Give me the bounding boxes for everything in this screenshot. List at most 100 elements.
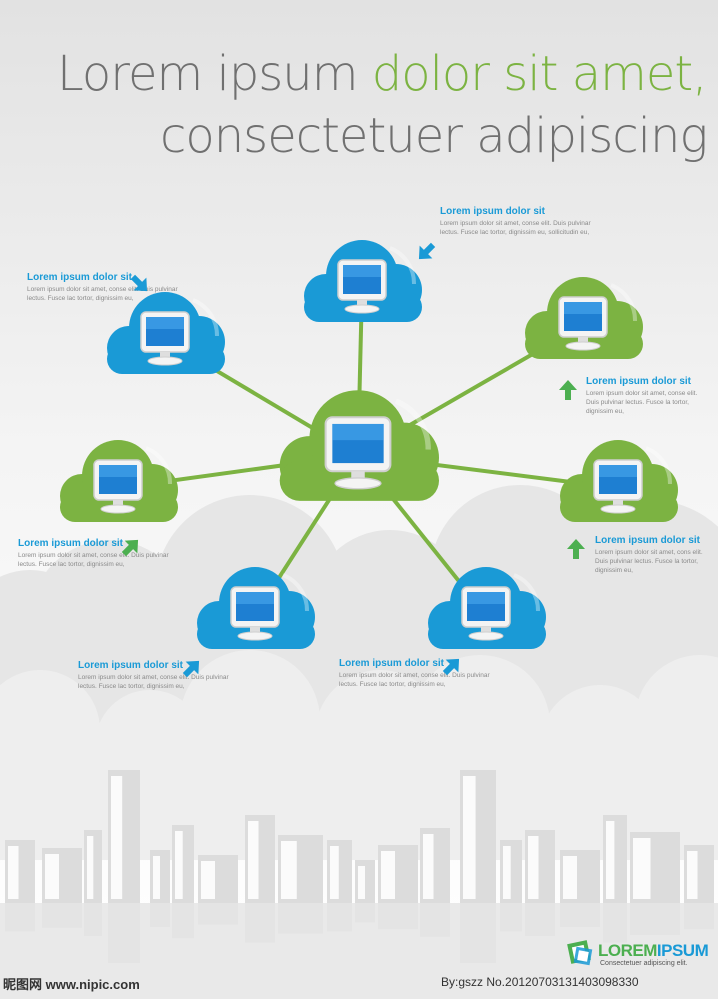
- computer-cloud-node-left: [60, 440, 178, 522]
- cloud-highlight: [394, 398, 431, 450]
- building-reflection: [5, 903, 35, 932]
- computer-cloud-node-top-left: [107, 292, 225, 374]
- building-reflection: [42, 903, 82, 928]
- callout-body: Lorem ipsum dolor sit amet, conse elit. …: [18, 552, 169, 568]
- building-window-strip: [563, 856, 577, 899]
- foreground-clouds: [0, 650, 718, 860]
- brand-logo: LOREMIPSUM Consectetuer adipiscing elit.: [566, 939, 716, 979]
- skyline-reflection: [5, 903, 714, 963]
- building-window-strip: [8, 846, 19, 899]
- building-window-strip: [111, 776, 123, 899]
- building-reflection: [245, 903, 275, 943]
- callout-body: Lorem ipsum dolor sit amet, conse elit. …: [440, 220, 591, 236]
- callout-left: Lorem ipsum dolor sit Lorem ipsum dolor …: [18, 538, 178, 569]
- callout-title: Lorem ipsum dolor sit: [78, 660, 184, 671]
- building-reflection: [355, 903, 375, 923]
- cloud-highlight: [282, 573, 310, 612]
- cloud-highlight: [610, 283, 638, 322]
- building-reflection: [684, 903, 714, 930]
- building-reflection: [500, 903, 522, 932]
- computer-cloud-icon: [230, 586, 280, 641]
- skyline-highlights: [8, 776, 698, 899]
- logo-name-part-1: LOREM: [598, 941, 657, 960]
- headline-plain: Lorem ipsum: [57, 46, 372, 102]
- watermark-right: By:gszz No.20120703131403098330: [441, 975, 639, 989]
- building-reflection: [525, 903, 555, 936]
- building-window-strip: [248, 821, 259, 899]
- building-reflection: [172, 903, 194, 939]
- computer-cloud-icon: [93, 459, 143, 514]
- building-window-strip: [503, 846, 511, 899]
- callout-bottom-left: Lorem ipsum dolor sit Lorem ipsum dolor …: [78, 660, 238, 691]
- computer-cloud-node-bottom-right: [428, 567, 546, 649]
- computer-cloud-node-top: [304, 240, 422, 322]
- building-window-strip: [281, 841, 297, 899]
- cloud-highlight: [513, 573, 541, 612]
- computer-cloud-node-right: [560, 440, 678, 522]
- arrow-icon: [130, 274, 148, 292]
- callout-top-left: Lorem ipsum dolor sit Lorem ipsum dolor …: [27, 272, 187, 303]
- callout-title: Lorem ipsum dolor sit: [18, 538, 124, 549]
- arrow-icon: [442, 658, 460, 676]
- logo-tagline: Consectetuer adipiscing elit.: [600, 960, 688, 967]
- computer-cloud-icon: [461, 586, 511, 641]
- arrow-icon: [182, 660, 200, 678]
- computer-cloud-icon: [558, 296, 608, 351]
- building-reflection: [198, 903, 238, 925]
- building-reflection: [278, 903, 323, 934]
- computer-cloud-node-top-right: [525, 277, 643, 359]
- logo-name-part-2: IPSUM: [656, 941, 709, 960]
- callout-title: Lorem ipsum dolor sit: [595, 535, 701, 546]
- building-reflection: [460, 903, 496, 963]
- logo-mark-icon: [567, 940, 593, 966]
- callout-title: Lorem ipsum dolor sit: [27, 272, 133, 283]
- cloud-highlight: [389, 246, 417, 285]
- cloud-highlight: [645, 446, 673, 485]
- building-window-strip: [330, 846, 339, 899]
- building-window-strip: [528, 836, 539, 899]
- callout-body: Lorem ipsum dolor sit amet, conse elit. …: [339, 672, 490, 688]
- building-reflection: [150, 903, 170, 927]
- building-window-strip: [153, 856, 160, 899]
- building-reflection: [630, 903, 680, 935]
- computer-cloud-icon: [324, 416, 392, 490]
- headline-accent: dolor sit amet,: [371, 46, 708, 102]
- headline-line-2: consectetuer adipiscing elit.: [160, 108, 718, 164]
- callout-body: Lorem ipsum dolor sit amet, conse elit. …: [586, 390, 698, 415]
- logo-name: LOREMIPSUM: [598, 941, 709, 961]
- building-reflection: [420, 903, 450, 937]
- building-window-strip: [633, 838, 651, 899]
- arrow-icon: [418, 242, 436, 260]
- building-reflection: [84, 903, 102, 936]
- building-window-strip: [463, 776, 476, 899]
- callout-top-right: Lorem ipsum dolor sit Lorem ipsum dolor …: [440, 206, 600, 237]
- building-reflection: [378, 903, 418, 930]
- callout-body: Lorem ipsum dolor sit amet, conse elit. …: [78, 674, 229, 690]
- arrow-icon: [121, 539, 139, 557]
- callout-right-lower: Lorem ipsum dolor sit Lorem ipsum dolor …: [595, 535, 711, 575]
- callout-bottom-right: Lorem ipsum dolor sit Lorem ipsum dolor …: [339, 658, 499, 689]
- building-window-strip: [45, 854, 59, 899]
- callout-title: Lorem ipsum dolor sit: [440, 206, 546, 217]
- cloud-highlight: [192, 298, 220, 337]
- building-reflection: [327, 903, 352, 932]
- arrow-icon: [559, 380, 577, 400]
- callout-body: Lorem ipsum dolor sit amet, cons elit. D…: [595, 549, 703, 574]
- headline-line-1: Lorem ipsum dolor sit amet,: [57, 46, 708, 102]
- callout-title: Lorem ipsum dolor sit: [339, 658, 445, 669]
- building-window-strip: [87, 836, 94, 899]
- network-nodes: [60, 240, 678, 649]
- building-reflection: [560, 903, 600, 927]
- building-window-strip: [606, 821, 615, 899]
- cloud-highlight: [145, 446, 173, 485]
- building-window-strip: [175, 831, 183, 899]
- computer-cloud-node-bottom-left: [197, 567, 315, 649]
- arrow-icon: [567, 539, 585, 559]
- callout-body: Lorem ipsum dolor sit amet, conse elit. …: [27, 286, 178, 302]
- callout-right-upper: Lorem ipsum dolor sit Lorem ipsum dolor …: [586, 376, 711, 416]
- building-window-strip: [423, 834, 434, 899]
- computer-cloud-node-center: [279, 390, 439, 501]
